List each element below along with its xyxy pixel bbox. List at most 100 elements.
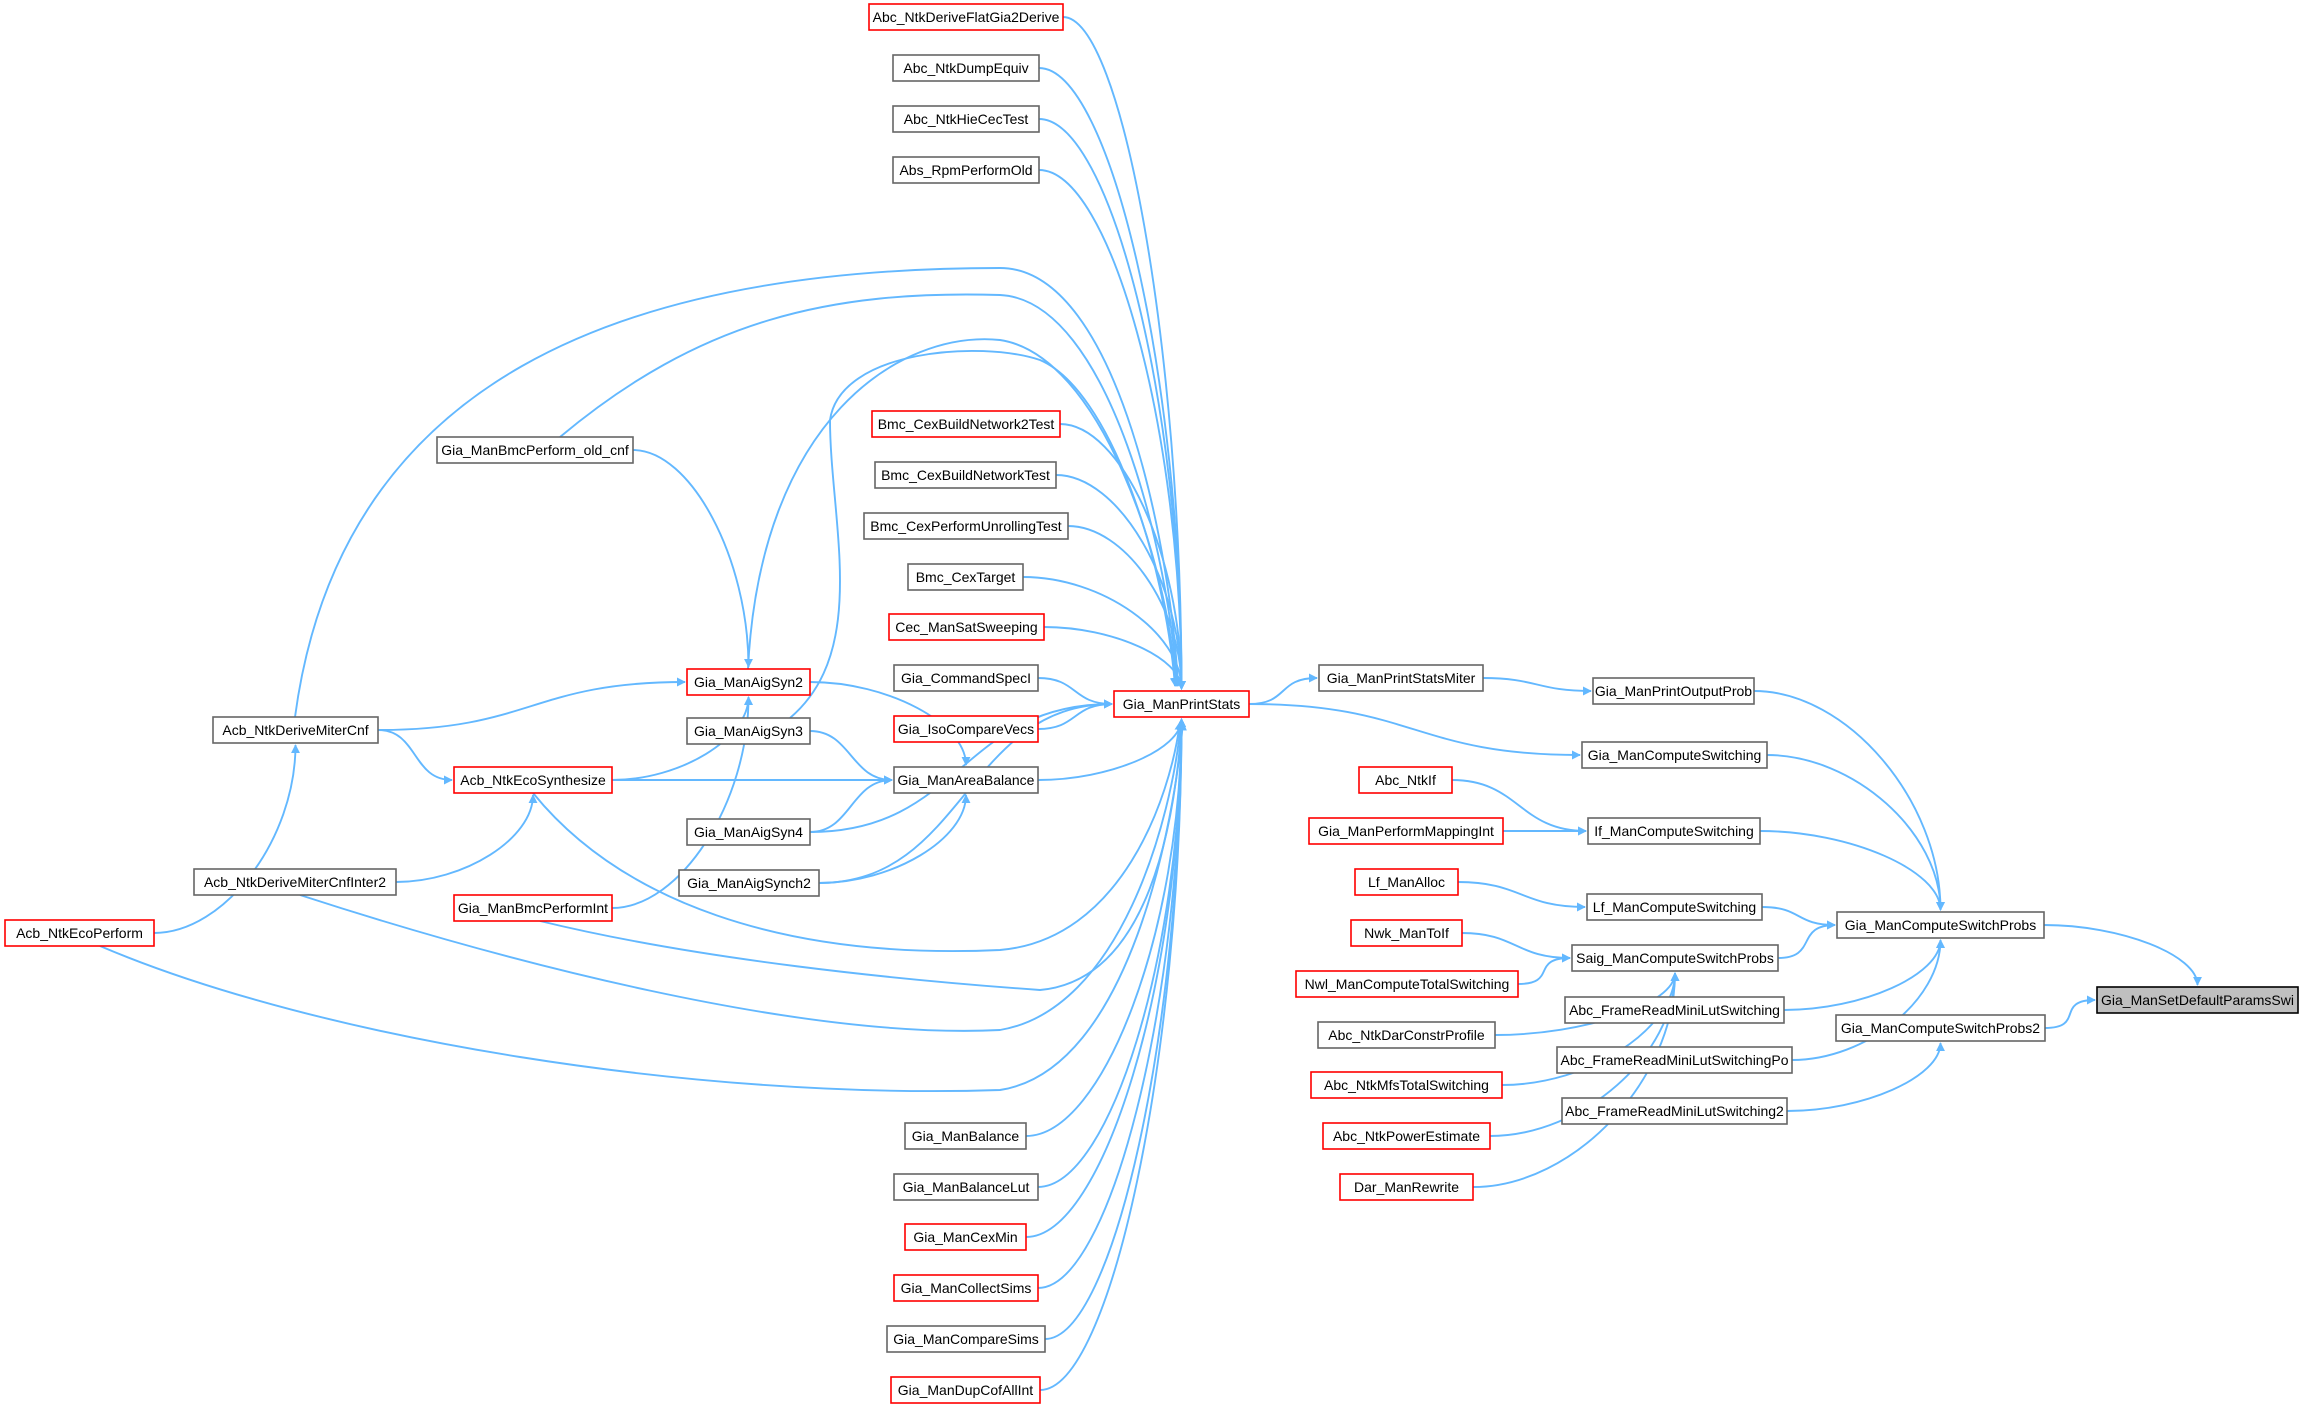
node-box [907,563,1024,591]
node-bmc-perform-int[interactable]: Gia_ManBmcPerformInt [453,894,613,922]
edge-cex_min-to-print_stats [1025,718,1186,1238]
node-eco-synthesize[interactable]: Acb_NtkEcoSynthesize [453,766,613,794]
edge-nwl_total_switching-to-saig_compute_switch_probs [1517,953,1571,985]
node-derive-miter-cnf-inter2[interactable]: Acb_NtkDeriveMiterCnfInter2 [193,868,397,896]
node-dup-cof-all-int[interactable]: Gia_ManDupCofAllInt [890,1376,1041,1404]
node-box [1113,690,1250,718]
node-lf-alloc[interactable]: Lf_ManAlloc [1354,868,1459,896]
node-label: Acb_NtkDeriveMiterCnfInter2 [204,874,386,890]
node-label: Abc_NtkDarConstrProfile [1328,1027,1485,1043]
node-box [1835,1014,2046,1042]
node-compute-switching[interactable]: Gia_ManComputeSwitching [1581,741,1768,769]
node-label: Gia_ManComputeSwitchProbs2 [1841,1020,2040,1036]
node-nwl-total-switching[interactable]: Nwl_ManComputeTotalSwitching [1295,970,1519,998]
node-label: Gia_ManPerformMappingInt [1318,823,1494,839]
edge-print_stats-to-print_stats_miter [1248,673,1318,705]
edge-balance-to-print_stats [1025,718,1186,1137]
node-aig-syn2[interactable]: Gia_ManAigSyn2 [686,668,811,696]
node-box [1295,970,1519,998]
node-box [1586,893,1763,921]
node-frame-read-mini-lut2[interactable]: Abc_FrameReadMiniLutSwitching2 [1561,1097,1788,1125]
node-dar-rewrite[interactable]: Dar_ManRewrite [1339,1173,1474,1201]
edge-lf_alloc-to-lf_compute_switching [1457,881,1586,912]
node-label: Gia_ManAreaBalance [898,772,1035,788]
node-eco-perform[interactable]: Acb_NtkEcoPerform [4,919,155,947]
node-rpm-perform-old[interactable]: Abs_RpmPerformOld [892,156,1040,184]
node-box [453,766,613,794]
node-command-spec[interactable]: Gia_CommandSpecI [893,664,1039,692]
node-compare-sims[interactable]: Gia_ManCompareSims [886,1325,1046,1353]
edge-lf_compute_switching-to-compute_switch_probs [1761,906,1836,930]
node-iso-compare[interactable]: Gia_IsoCompareVecs [893,715,1039,743]
node-derive-miter-cnf[interactable]: Acb_NtkDeriveMiterCnf [212,716,379,744]
edge-ntk_derive_flat-to-print_stats [1062,16,1186,690]
node-label: Gia_ManPrintOutputProb [1595,683,1752,699]
node-aig-syn4[interactable]: Gia_ManAigSyn4 [686,818,811,846]
node-if-compute-switching[interactable]: If_ManComputeSwitching [1587,817,1761,845]
node-collect-sims[interactable]: Gia_ManCollectSims [893,1274,1039,1302]
node-power-estimate[interactable]: Abc_NtkPowerEstimate [1322,1122,1491,1150]
node-print-output-prob[interactable]: Gia_ManPrintOutputProb [1592,677,1755,705]
node-aig-syn3[interactable]: Gia_ManAigSyn3 [686,717,811,745]
node-dar-constr-profile[interactable]: Abc_NtkDarConstrProfile [1317,1021,1496,1049]
node-box [1322,1122,1491,1150]
node-sat-sweeping[interactable]: Cec_ManSatSweeping [888,613,1045,641]
node-cex-build-net[interactable]: Bmc_CexBuildNetworkTest [874,461,1057,489]
node-balance[interactable]: Gia_ManBalance [904,1122,1027,1150]
edge-ntk_if-to-if_compute_switching [1451,779,1587,836]
node-area-balance[interactable]: Gia_ManAreaBalance [893,766,1039,794]
node-frame-read-mini-lut[interactable]: Abc_FrameReadMiniLutSwitching [1564,996,1785,1024]
node-ntk-dump-equiv[interactable]: Abc_NtkDumpEquiv [892,54,1040,82]
node-box [892,156,1040,184]
node-box [893,664,1039,692]
node-box [868,3,1064,31]
edge-eco_synthesize-to-aig_syn2 [611,696,753,781]
node-box [4,919,155,947]
node-label: Bmc_CexBuildNetwork2Test [878,416,1055,432]
node-mfs-total-switching[interactable]: Abc_NtkMfsTotalSwitching [1310,1071,1503,1099]
node-print-stats-miter[interactable]: Gia_ManPrintStatsMiter [1318,664,1484,692]
node-ntk-derive-flat[interactable]: Abc_NtkDeriveFlatGia2Derive [868,3,1064,31]
node-box [212,716,379,744]
node-perform-mapping-int[interactable]: Gia_ManPerformMappingInt [1308,817,1504,845]
node-box [874,461,1057,489]
node-nwk-to-if[interactable]: Nwk_ManToIf [1350,919,1463,947]
node-box [678,869,820,897]
node-label: Gia_ManPrintStatsMiter [1327,670,1476,686]
edge-compute_switch_probs-to-set_default_params_swi [2043,924,2202,986]
edge-print_stats_miter-to-print_output_prob [1482,677,1592,696]
node-compute-switch-probs2[interactable]: Gia_ManComputeSwitchProbs2 [1835,1014,2046,1042]
node-lf-compute-switching[interactable]: Lf_ManComputeSwitching [1586,893,1763,921]
node-label: Gia_ManBalance [912,1128,1020,1144]
node-label: Lf_ManComputeSwitching [1593,899,1756,915]
node-label: Abc_FrameReadMiniLutSwitching [1569,1002,1780,1018]
node-aig-synch2[interactable]: Gia_ManAigSynch2 [678,869,820,897]
node-ntk-hie-cec[interactable]: Abc_NtkHieCecTest [892,105,1040,133]
node-label: Nwk_ManToIf [1364,925,1449,941]
node-ntk-if[interactable]: Abc_NtkIf [1358,766,1453,794]
edge-bmc_perform_int-to-print_stats [539,721,1186,991]
node-cex-min[interactable]: Gia_ManCexMin [904,1223,1027,1251]
node-compute-switch-probs[interactable]: Gia_ManComputeSwitchProbs [1836,911,2045,939]
node-bmc-perform-old-cnf[interactable]: Gia_ManBmcPerform_old_cnf [436,436,634,464]
node-set-default-params-swi[interactable]: Gia_ManSetDefaultParamsSwi [2096,986,2299,1014]
node-print-stats[interactable]: Gia_ManPrintStats [1113,690,1250,718]
node-cex-unrolling[interactable]: Bmc_CexPerformUnrollingTest [863,512,1069,540]
node-label: Acb_NtkDeriveMiterCnf [222,722,368,738]
node-saig-compute-switch-probs[interactable]: Saig_ManComputeSwitchProbs [1571,944,1779,972]
node-label: If_ManComputeSwitching [1594,823,1754,839]
node-frame-read-mini-lut-po[interactable]: Abc_FrameReadMiniLutSwitchingPo [1556,1046,1793,1074]
edge-cex_unrolling-to-print_stats [1067,525,1186,690]
edge-derive_miter_cnf-to-eco_synthesize [377,729,453,785]
node-cex-target[interactable]: Bmc_CexTarget [907,563,1024,591]
node-label: Gia_ManAigSynch2 [687,875,811,891]
node-box [1310,1071,1503,1099]
edge-nwk_to_if-to-saig_compute_switch_probs [1461,932,1571,963]
edge-frame_read_mini_lut-to-compute_switch_probs [1783,939,1945,1011]
node-label: Gia_ManComputeSwitching [1588,747,1762,763]
node-label: Abc_NtkIf [1375,772,1436,788]
node-box [1308,817,1504,845]
node-box [1350,919,1463,947]
node-balance-lut[interactable]: Gia_ManBalanceLut [893,1173,1039,1201]
node-cex-build-net2[interactable]: Bmc_CexBuildNetwork2Test [871,410,1061,438]
